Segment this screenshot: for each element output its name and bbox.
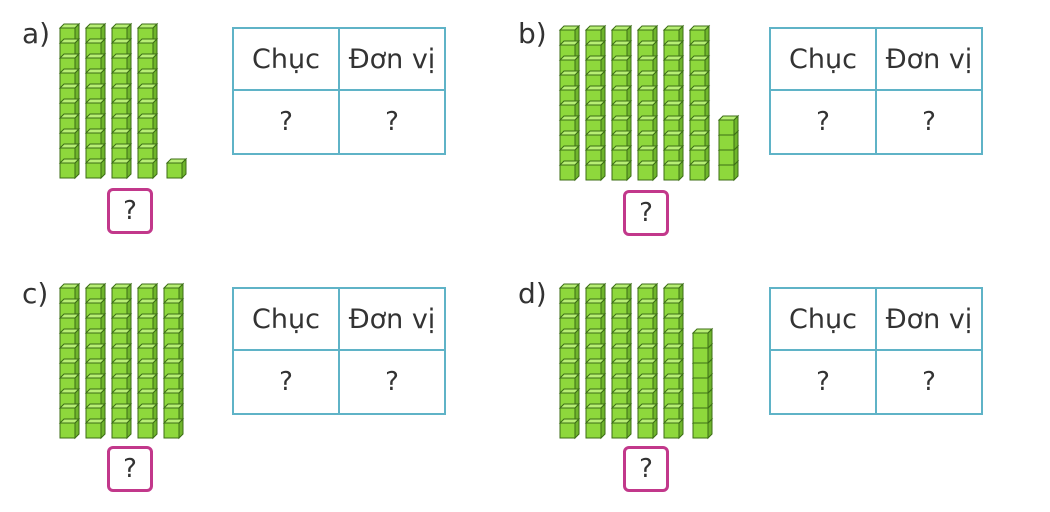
rod-cube	[662, 159, 685, 182]
ten-rod	[136, 22, 159, 180]
rod-cube	[58, 402, 81, 425]
rod-cube	[162, 417, 185, 440]
rod-cube	[110, 157, 133, 180]
rod-cube	[610, 417, 633, 440]
base-ten-blocks	[558, 282, 714, 440]
ten-rod	[58, 282, 81, 440]
tens-cell[interactable]: ?	[769, 349, 877, 415]
rod-cube	[688, 159, 711, 182]
exercise-label: c)	[22, 277, 49, 310]
answer-box[interactable]: ?	[107, 188, 153, 234]
ten-rod	[136, 282, 159, 440]
rod-cube	[110, 417, 133, 440]
rod-cube	[84, 417, 107, 440]
answer-value: ?	[639, 454, 653, 484]
rod-cube	[558, 159, 581, 182]
header-ones: Đơn vị	[338, 287, 446, 351]
unit-cube	[717, 114, 740, 137]
exercise-label: d)	[518, 277, 547, 310]
ten-rod	[584, 24, 607, 182]
ten-rod	[662, 24, 685, 182]
rod-cube	[584, 342, 607, 365]
rod-cube	[636, 417, 659, 440]
rod-cube	[558, 417, 581, 440]
ten-rod	[558, 282, 581, 440]
rod-cube	[558, 54, 581, 77]
ten-rod	[636, 282, 659, 440]
ten-rod	[84, 282, 107, 440]
ones-cell[interactable]: ?	[875, 89, 983, 155]
rod-cube	[584, 159, 607, 182]
rod-cube	[584, 417, 607, 440]
rod-cube	[636, 159, 659, 182]
ten-rod	[162, 282, 185, 440]
ten-rod	[84, 22, 107, 180]
unit-cube	[691, 327, 714, 350]
place-value-table: Chục Đơn vị ? ?	[769, 27, 983, 155]
rod-cube	[110, 67, 133, 90]
rod-cube	[58, 157, 81, 180]
header-tens: Chục	[232, 27, 340, 91]
rod-cube	[84, 157, 107, 180]
place-value-table: Chục Đơn vị ? ?	[232, 287, 446, 415]
exercise-label: b)	[518, 17, 547, 50]
exercise-d: d) ? Chục Đơn vị ? ?	[518, 272, 1018, 512]
answer-box[interactable]: ?	[623, 190, 669, 236]
exercise-a: a) ? Chục Đơn vị ? ?	[22, 12, 522, 252]
ten-rod	[110, 282, 133, 440]
tens-cell[interactable]: ?	[232, 89, 340, 155]
ones-cell[interactable]: ?	[338, 89, 446, 155]
header-ones: Đơn vị	[338, 27, 446, 91]
rod-cube	[58, 417, 81, 440]
ten-rod	[558, 24, 581, 182]
exercise-b: b) ? Chục Đơn vị ? ?	[518, 12, 1018, 252]
rod-cube	[136, 157, 159, 180]
place-value-table: Chục Đơn vị ? ?	[232, 27, 446, 155]
header-ones: Đơn vị	[875, 27, 983, 91]
exercise-label: a)	[22, 17, 51, 50]
base-ten-blocks	[558, 24, 740, 182]
header-tens: Chục	[232, 287, 340, 351]
ten-rod	[584, 282, 607, 440]
ones-cell[interactable]: ?	[875, 349, 983, 415]
exercise-c: c) ? Chục Đơn vị ? ?	[22, 272, 522, 512]
rod-cube	[610, 357, 633, 380]
header-tens: Chục	[769, 27, 877, 91]
tens-cell[interactable]: ?	[232, 349, 340, 415]
answer-value: ?	[639, 198, 653, 228]
unit-cube	[165, 157, 188, 180]
ten-rod	[610, 24, 633, 182]
place-value-table: Chục Đơn vị ? ?	[769, 287, 983, 415]
answer-box[interactable]: ?	[623, 446, 669, 492]
ten-rod	[610, 282, 633, 440]
ten-rod	[662, 282, 685, 440]
ten-rod	[58, 22, 81, 180]
answer-value: ?	[123, 196, 137, 226]
ten-rod	[688, 24, 711, 182]
rod-cube	[610, 372, 633, 395]
rod-cube	[662, 387, 685, 410]
rod-cube	[610, 159, 633, 182]
ones-cell[interactable]: ?	[338, 349, 446, 415]
ten-rod	[110, 22, 133, 180]
header-tens: Chục	[769, 287, 877, 351]
base-ten-blocks	[58, 282, 185, 440]
answer-box[interactable]: ?	[107, 446, 153, 492]
rod-cube	[662, 417, 685, 440]
rod-cube	[136, 417, 159, 440]
answer-value: ?	[123, 454, 137, 484]
header-ones: Đơn vị	[875, 287, 983, 351]
ten-rod	[636, 24, 659, 182]
tens-cell[interactable]: ?	[769, 89, 877, 155]
base-ten-blocks	[58, 22, 188, 180]
